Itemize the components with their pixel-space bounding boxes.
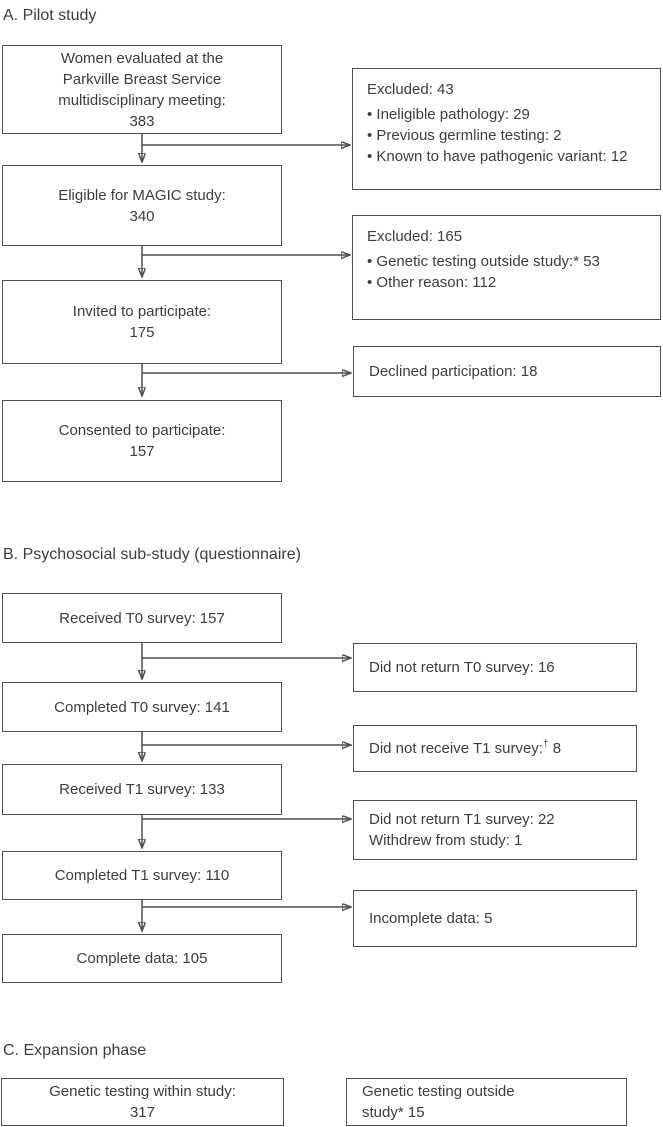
box-not-return-t1-text: Did not return T1 survey: 22 Withdrew fr…: [369, 811, 555, 849]
box-received-t1-text: Received T1 survey: 133: [59, 781, 225, 798]
dagger-footnote-mark: †: [542, 739, 549, 750]
box-not-return-t0-text: Did not return T0 survey: 16: [369, 659, 555, 676]
box-invited: Invited to participate: 175: [2, 280, 282, 364]
box-received-t1: Received T1 survey: 133: [2, 764, 282, 815]
box-testing-outside-text: Genetic testing outside study* 15: [362, 1083, 515, 1121]
box-not-receive-t1-text: Did not receive T1 survey:† 8: [369, 738, 561, 759]
excluded-165-item: Genetic testing outside study:* 53: [367, 251, 646, 272]
box-women-evaluated-text: Women evaluated at the Parkville Breast …: [58, 49, 226, 130]
box-testing-within-text: Genetic testing within study: 317: [49, 1083, 236, 1121]
box-completed-t1-text: Completed T1 survey: 110: [54, 867, 230, 884]
excluded-43-item: Ineligible pathology: 29: [367, 104, 646, 125]
box-not-return-t0: Did not return T0 survey: 16: [353, 643, 637, 692]
box-incomplete-data-text: Incomplete data: 5: [369, 910, 493, 927]
box-eligible-magic-text: Eligible for MAGIC study: 340: [58, 186, 226, 225]
box-completed-t1: Completed T1 survey: 110: [2, 851, 282, 900]
excluded-43-item: Known to have pathogenic variant: 12: [367, 146, 646, 167]
box-women-evaluated: Women evaluated at the Parkville Breast …: [2, 45, 282, 134]
not-receive-t1-prefix: Did not receive T1 survey:: [369, 740, 543, 757]
section-b-title: B. Psychosocial sub-study (questionnaire…: [3, 546, 301, 563]
box-not-receive-t1: Did not receive T1 survey:† 8: [353, 725, 637, 772]
box-consented: Consented to participate: 157: [2, 400, 282, 482]
box-complete-data: Complete data: 105: [2, 934, 282, 983]
box-declined: Declined participation: 18: [353, 346, 661, 397]
box-excluded-165-list: Genetic testing outside study:* 53 Other…: [367, 251, 646, 293]
box-complete-data-text: Complete data: 105: [76, 950, 208, 967]
box-received-t0-text: Received T0 survey: 157: [59, 609, 225, 627]
box-consented-text: Consented to participate: 157: [58, 422, 226, 460]
box-testing-within: Genetic testing within study: 317: [1, 1078, 284, 1126]
excluded-43-item: Previous germline testing: 2: [367, 125, 646, 146]
box-excluded-43-list: Ineligible pathology: 29 Previous germli…: [367, 104, 646, 167]
box-excluded-43: Excluded: 43 Ineligible pathology: 29 Pr…: [352, 68, 661, 190]
box-completed-t0: Completed T0 survey: 141: [2, 682, 282, 732]
section-a-title: A. Pilot study: [3, 7, 97, 24]
box-received-t0: Received T0 survey: 157: [2, 593, 282, 643]
box-testing-outside: Genetic testing outside study* 15: [346, 1078, 627, 1126]
box-excluded-43-title: Excluded: 43: [367, 81, 454, 98]
box-incomplete-data: Incomplete data: 5: [353, 890, 637, 947]
box-not-return-t1: Did not return T1 survey: 22 Withdrew fr…: [353, 800, 637, 860]
box-eligible-magic: Eligible for MAGIC study: 340: [2, 165, 282, 246]
box-excluded-165-title: Excluded: 165: [367, 228, 463, 245]
box-completed-t0-text: Completed T0 survey: 141: [54, 698, 230, 716]
box-declined-text: Declined participation: 18: [369, 363, 538, 380]
box-invited-text: Invited to participate: 175: [72, 303, 212, 341]
box-excluded-165: Excluded: 165 Genetic testing outside st…: [352, 215, 661, 320]
excluded-165-item: Other reason: 112: [367, 272, 646, 293]
section-c-title: C. Expansion phase: [3, 1042, 147, 1059]
not-receive-t1-suffix: 8: [548, 740, 562, 757]
